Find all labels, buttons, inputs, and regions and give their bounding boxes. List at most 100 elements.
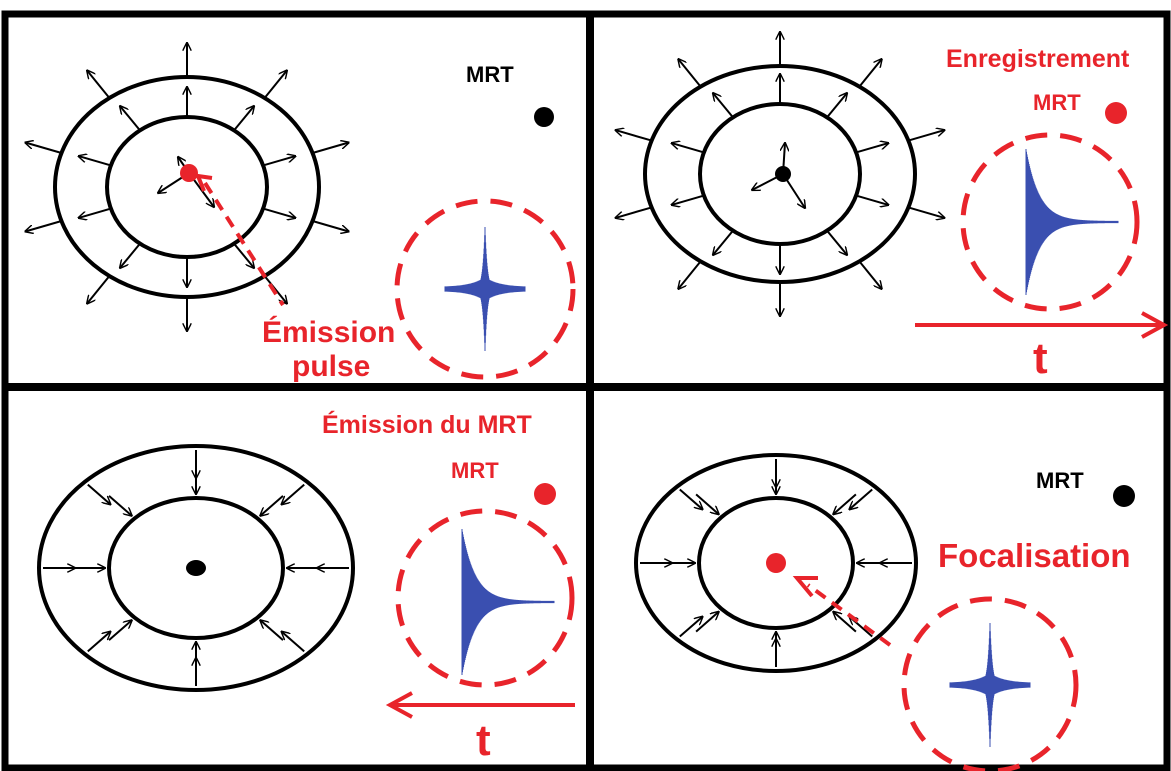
signal-circle — [395, 508, 575, 688]
wave-arrow — [87, 275, 111, 304]
waveform-trace — [1025, 149, 1119, 295]
wave-arrow — [25, 143, 62, 154]
wave-arrow — [312, 143, 349, 154]
wave-arrow — [282, 483, 305, 505]
title-label: Émission du MRT — [322, 410, 532, 439]
wave-arrow — [120, 242, 141, 268]
signal-circle — [960, 132, 1140, 312]
wave-arrow — [120, 106, 141, 132]
pulse-waveform — [444, 227, 526, 351]
panel-emission-pulse: MRT Émission pulse — [25, 43, 576, 383]
mrt-dot — [534, 107, 554, 127]
wave-arrow — [695, 493, 719, 514]
panel-enregistrement: Enregistrement MRT t — [616, 32, 1169, 383]
wave-arrows-outward — [25, 43, 348, 331]
focus-point — [766, 553, 786, 573]
wave-arrow — [833, 612, 857, 633]
panel-emission-du-mrt: Émission du MRT MRT t — [37, 410, 575, 765]
wave-arrow — [108, 495, 132, 516]
wave-arrow — [855, 143, 888, 154]
source-point — [180, 164, 198, 182]
wave-arrows-inward — [640, 459, 912, 667]
panel-frame — [1, 10, 1171, 771]
pulse-label: pulse — [292, 350, 370, 383]
wave-arrow — [87, 71, 111, 99]
waveform-trace — [461, 529, 555, 675]
wave-arrow — [262, 207, 295, 218]
wave-arrow — [850, 488, 873, 510]
wave-arrow — [282, 632, 305, 653]
wave-arrow — [713, 229, 734, 255]
wave-arrow — [858, 59, 881, 88]
wave-arrow — [695, 612, 719, 633]
wave-arrow — [616, 130, 652, 142]
wave-arrow — [672, 143, 705, 154]
time-arrowhead — [385, 691, 413, 719]
wave-arrow — [25, 220, 62, 232]
mrt-dot — [1113, 485, 1135, 507]
wave-arrows-inward — [43, 450, 349, 686]
wave-arrow — [908, 206, 944, 218]
wave-arrow — [263, 71, 287, 99]
wave-arrow — [79, 207, 112, 218]
inner-ring — [697, 496, 855, 630]
mrt-label: MRT — [1033, 90, 1081, 115]
mrt-label: MRT — [466, 62, 514, 87]
wave-arrow — [233, 106, 254, 132]
decay-waveform — [461, 529, 555, 675]
wave-arrow — [858, 260, 881, 289]
panel-focalisation: MRT Focalisation — [634, 453, 1135, 771]
wave-arrow — [263, 275, 287, 304]
signal-circle — [394, 198, 576, 380]
mrt-dot — [534, 483, 556, 505]
mrt-dot — [1105, 102, 1127, 124]
wave-arrow — [679, 617, 703, 638]
wave-arrow — [833, 493, 857, 514]
emission-label: Émission — [262, 315, 395, 349]
mrt-label: MRT — [1036, 468, 1084, 493]
outer-ring — [634, 453, 918, 673]
inner-ring — [105, 115, 269, 259]
pulse-waveform — [949, 623, 1031, 747]
wave-arrow — [855, 194, 888, 205]
wave-arrow — [908, 130, 944, 142]
waveform-trace — [444, 227, 526, 351]
focalisation-label: Focalisation — [938, 537, 1131, 574]
wave-arrow — [262, 156, 295, 167]
wave-arrow — [87, 632, 111, 653]
pointer-arrowhead — [792, 576, 818, 598]
wave-arrow — [233, 242, 254, 268]
wave-arrow — [678, 59, 702, 88]
waveform-trace — [949, 623, 1031, 747]
wave-arrows-outward — [616, 32, 945, 316]
wave-arrow — [616, 206, 652, 218]
wave-arrow — [679, 488, 703, 510]
pointer-dashed-line — [203, 181, 285, 307]
signal-circle — [901, 596, 1079, 771]
wave-arrow — [826, 229, 847, 255]
source-arrows — [158, 157, 214, 207]
title-label: Enregistrement — [946, 45, 1130, 73]
mrt-label: MRT — [451, 458, 499, 483]
source-point — [775, 166, 791, 182]
pointer-dashed-line — [806, 583, 892, 647]
wave-arrow — [108, 620, 132, 641]
focus-point — [186, 560, 206, 576]
time-label: t — [1033, 334, 1048, 383]
inner-ring — [107, 496, 285, 640]
wave-arrow — [87, 483, 111, 505]
wave-arrow — [678, 260, 702, 289]
wave-arrow — [672, 194, 705, 205]
outer-ring — [37, 444, 355, 692]
wave-arrow — [79, 156, 112, 167]
time-label: t — [476, 716, 491, 765]
wave-arrow — [713, 93, 734, 119]
time-arrowhead — [1141, 311, 1169, 339]
decay-waveform — [1025, 149, 1119, 295]
wave-arrow — [260, 495, 284, 516]
wave-arrow — [312, 220, 349, 232]
wave-arrow — [260, 620, 284, 641]
pointer-arrowhead — [194, 173, 213, 192]
wave-arrow — [826, 93, 847, 119]
